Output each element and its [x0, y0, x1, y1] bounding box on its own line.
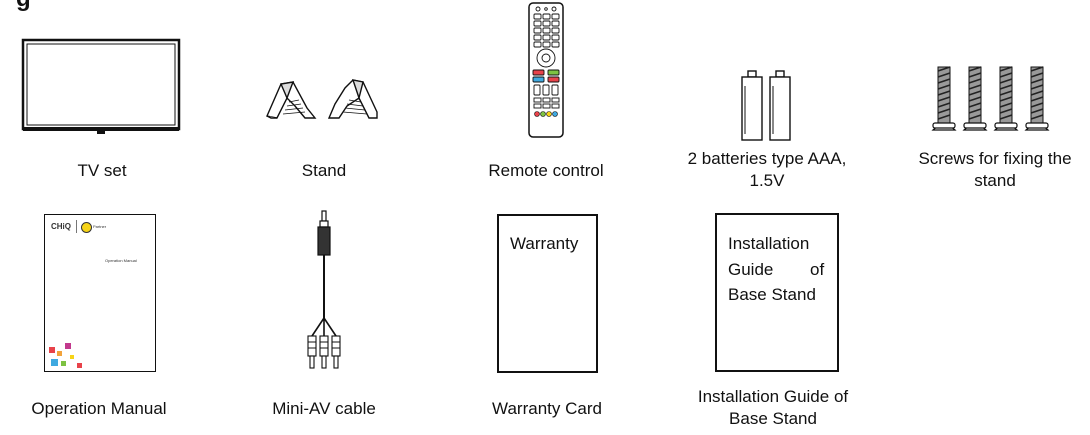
- installation-guide-box-line1: Installation: [728, 234, 810, 253]
- installation-guide-box: Installation Guide of Base Stand: [715, 213, 839, 372]
- installation-guide-box-line2b: of: [810, 260, 825, 279]
- tv-set-caption: TV set: [77, 161, 127, 180]
- manual-square: [65, 343, 71, 349]
- operation-manual-caption: Operation Manual: [31, 399, 167, 418]
- manual-square: [77, 363, 82, 368]
- stand-caption: Stand: [301, 161, 347, 180]
- remote-control-illustration: [528, 2, 564, 138]
- partner-logo-icon: [81, 222, 92, 233]
- mini-av-cable-caption: Mini-AV cable: [272, 399, 376, 418]
- operation-manual-cover: CHiQ Partner Operation Manual: [44, 214, 156, 372]
- warranty-card-box-text: Warranty: [510, 234, 579, 253]
- batteries-caption: 2 batteries type AAA, 1.5V: [660, 148, 874, 192]
- screws-caption-line1: Screws for fixing the: [918, 149, 1072, 168]
- installation-guide-caption: Installation Guide of Base Stand: [670, 386, 876, 430]
- installation-guide-caption-line1: Installation Guide of: [697, 387, 849, 406]
- mini-av-cable-illustration: [307, 210, 341, 369]
- screws-caption-line2: stand: [974, 171, 1016, 190]
- manual-title: Operation Manual: [105, 258, 137, 263]
- screws-caption: Screws for fixing the stand: [900, 148, 1090, 192]
- tv-set-illustration: [21, 38, 181, 134]
- manual-square: [51, 359, 58, 366]
- installation-guide-caption-line2: Base Stand: [729, 409, 817, 428]
- section-heading: g: [16, 0, 31, 13]
- remote-control-caption: Remote control: [488, 161, 604, 180]
- batteries-illustration: [741, 70, 791, 141]
- installation-guide-box-line2a: Guide: [728, 260, 774, 279]
- manual-brand: CHiQ: [51, 222, 71, 231]
- manual-square: [57, 351, 62, 356]
- manual-square: [70, 355, 74, 359]
- manual-partner: Partner: [93, 224, 107, 229]
- batteries-caption-line1: 2 batteries type AAA,: [687, 149, 847, 168]
- screws-illustration: [931, 66, 1049, 131]
- manual-square: [61, 361, 66, 366]
- manual-divider: [76, 220, 77, 233]
- batteries-caption-line2: 1.5V: [749, 171, 785, 190]
- stand-illustration: [266, 79, 378, 119]
- warranty-card-box: Warranty: [497, 214, 598, 373]
- warranty-card-caption: Warranty Card: [492, 399, 602, 418]
- installation-guide-box-line3: Base Stand: [728, 285, 816, 304]
- manual-square: [49, 347, 55, 353]
